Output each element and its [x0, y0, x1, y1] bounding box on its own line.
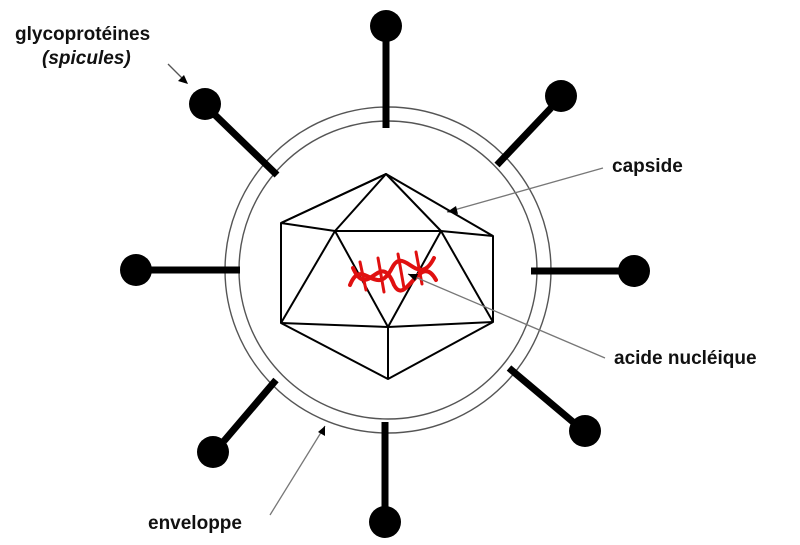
pointer-capside: [447, 168, 603, 212]
spike-bottom-left: [197, 380, 276, 468]
spike-left: [120, 254, 240, 286]
pointer-enveloppe: [270, 426, 325, 515]
label-acide-nucleique: acide nucléique: [614, 348, 757, 370]
spike-bottom-right: [509, 368, 601, 447]
label-glycoproteines: glycoprotéines: [15, 24, 150, 46]
spike-top: [370, 10, 402, 128]
pointer-acide-nucleique: [408, 274, 605, 358]
label-capside: capside: [612, 156, 683, 178]
label-spicules: (spicules): [42, 48, 131, 70]
label-enveloppe: enveloppe: [148, 513, 242, 535]
spike-right: [531, 255, 650, 287]
nucleic-acid-helix-icon: [350, 252, 436, 292]
spike-top-right: [497, 80, 577, 165]
spike-top-left: [189, 88, 277, 175]
spike-bottom: [369, 422, 401, 538]
